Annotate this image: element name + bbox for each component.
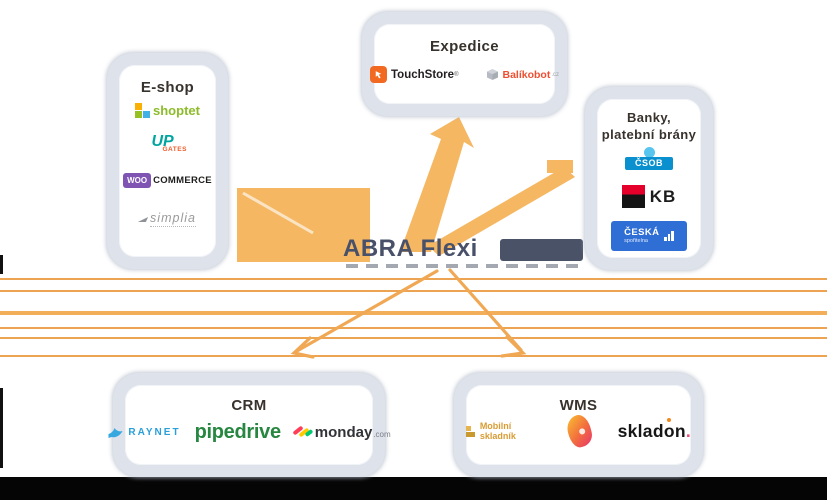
- stripe-line: [0, 337, 827, 339]
- abra-flexi-logo-box: [500, 239, 583, 261]
- logo-remnant-line: [346, 264, 582, 268]
- touchstore-icon: [370, 66, 388, 83]
- gradient-pick-logo-icon: [564, 412, 596, 450]
- up-arrow-to-expedice: [400, 117, 474, 252]
- monday-bars-icon: [292, 425, 314, 440]
- banks-card: Banky, platební brány ČSOB KB ČESKÁ: [585, 87, 713, 270]
- raynet-logo: RAYNET: [107, 427, 180, 439]
- skladon-logo: skladon.: [617, 420, 691, 441]
- woocommerce-logo: WOO COMMERCE: [119, 173, 216, 188]
- banks-card-title: Banky, platební brány: [601, 110, 697, 142]
- mobilni-skladnik-boxes-icon: [466, 425, 476, 437]
- simplia-logo: simplia: [119, 211, 216, 227]
- eshop-card-title: E-shop: [140, 79, 195, 96]
- crm-card: CRM RAYNET pipedrive monday .com: [108, 373, 391, 477]
- touchstore-logo: TouchStore ®: [370, 66, 458, 83]
- stripe-line: [0, 278, 827, 280]
- wms-card: WMS Mobilní skladník skladon.: [454, 373, 703, 477]
- wms-card-title: WMS: [559, 397, 598, 414]
- expedice-card-title: Expedice: [429, 38, 500, 55]
- bottom-black-band: [0, 477, 827, 500]
- ceska-sporitelna-logo: ČESKÁ spořitelna: [597, 221, 701, 251]
- stripe-line: [0, 290, 827, 292]
- balikobot-logo: Balíkobot .cz: [486, 68, 559, 81]
- ceska-bars-icon: [664, 231, 674, 241]
- expedice-card: Expedice TouchStore ® Balíkobot: [362, 12, 567, 116]
- simplia-swoosh-icon: [137, 216, 149, 222]
- monday-logo: monday .com: [292, 424, 391, 441]
- shoptet-logo: shoptet: [119, 103, 216, 118]
- csob-logo: ČSOB: [597, 147, 701, 170]
- left-edge-mark: [0, 388, 3, 468]
- woo-badge-icon: WOO: [123, 173, 152, 188]
- crm-card-title: CRM: [231, 397, 267, 414]
- abra-flexi-logo: ABRA Flexi: [343, 235, 478, 262]
- shoptet-icon: [135, 103, 151, 118]
- upgates-logo: UP GATES: [151, 133, 187, 153]
- stripe-line: [0, 355, 827, 357]
- balikobot-box-icon: [487, 69, 499, 80]
- kb-logo: KB: [597, 185, 701, 208]
- stripe-line: [0, 327, 827, 329]
- stripe-line-thick: [0, 311, 827, 315]
- mobilni-skladnik-logo: Mobilní skladník: [466, 421, 542, 441]
- eshop-card: E-shop shoptet UP GATES WOO COMMERCE sim…: [107, 53, 228, 269]
- csob-circle-icon: [643, 147, 655, 158]
- kb-flag-icon: [621, 185, 645, 208]
- raynet-bird-icon: [108, 427, 123, 438]
- pipedrive-logo: pipedrive: [194, 421, 282, 443]
- left-edge-mark: [0, 255, 3, 274]
